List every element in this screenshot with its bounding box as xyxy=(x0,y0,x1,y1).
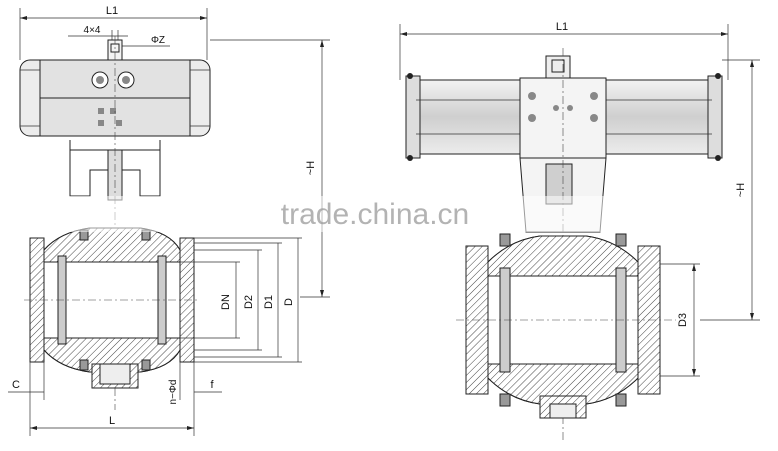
phi-z-dimension: ΦZ xyxy=(118,35,170,47)
d-label: D xyxy=(283,298,295,306)
actuator-right xyxy=(405,55,723,161)
h-dimension-left: ~H xyxy=(210,39,330,298)
h-dimension-right: ~H xyxy=(700,59,760,321)
l-label: L xyxy=(109,415,115,427)
diameter-dimensions: DN D2 D1 D xyxy=(180,237,302,363)
l1-label-right: L1 xyxy=(556,21,568,33)
h-label-left: ~H xyxy=(305,161,317,175)
h-label-right: ~H xyxy=(735,183,747,197)
dn-label: DN xyxy=(220,294,232,310)
left-view: L1 4×4 ΦZ xyxy=(8,5,330,436)
d2-label: D2 xyxy=(243,295,255,309)
watermark-text: trade.china.cn xyxy=(281,198,469,231)
l1-dimension-right: L1 xyxy=(399,21,729,80)
d1-label: D1 xyxy=(263,295,275,309)
c-dimension: C xyxy=(8,362,45,400)
l1-dimension-left: L1 xyxy=(19,5,208,60)
l-dimension: L xyxy=(29,400,195,436)
valve-body-right xyxy=(456,233,676,419)
square-label: 4×4 xyxy=(84,25,101,36)
watermark: trade.china.cn xyxy=(50,196,710,232)
phi-z-label: ΦZ xyxy=(151,35,165,46)
d3-label: D3 xyxy=(677,313,689,327)
c-label: C xyxy=(12,379,20,391)
l1-label-left: L1 xyxy=(106,5,118,17)
holes-f-dimension: n−Φd f xyxy=(168,362,222,404)
right-view: L1 xyxy=(399,21,760,440)
holes-label: n−Φd xyxy=(168,380,179,405)
d3-dimension: D3 xyxy=(660,263,700,377)
valve-body-left xyxy=(24,227,200,389)
f-label: f xyxy=(210,379,214,391)
